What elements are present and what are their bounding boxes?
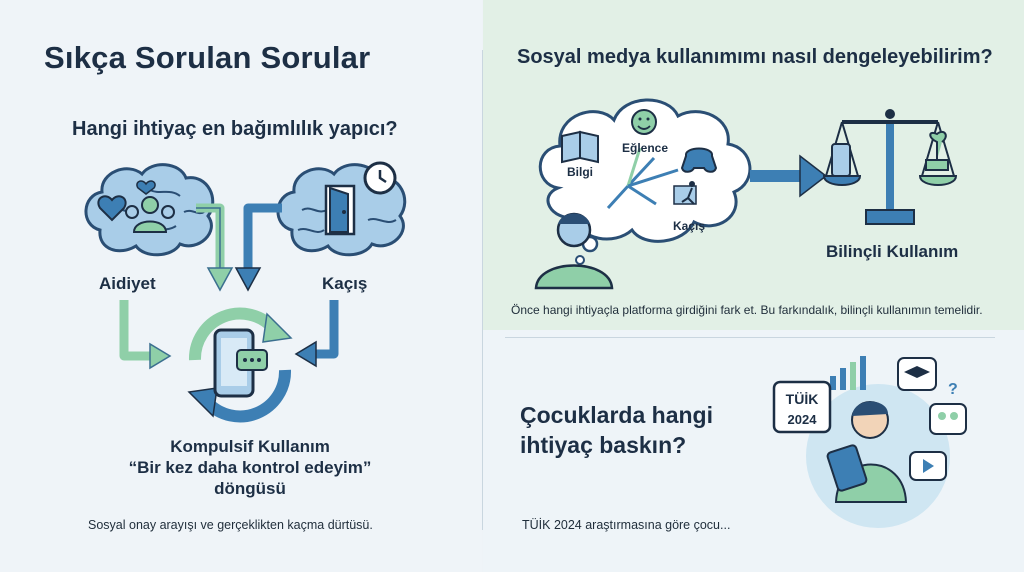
right-top-caption: Önce hangi ihtiyaçla platforma girdiğini… xyxy=(511,303,983,317)
smiley-icon xyxy=(631,109,657,135)
faq-question-2[interactable]: Sosyal medya kullanımımı nasıl dengeleye… xyxy=(517,46,993,68)
page-title: Sıkça Sorulan Sorular xyxy=(44,40,371,75)
bubble-label-kacis: Kaçış xyxy=(673,219,706,233)
label-aidiyet: Aidiyet xyxy=(99,274,156,293)
brain-kacis-illustration xyxy=(276,161,407,257)
gamepad-icon xyxy=(680,147,718,173)
badge-logo: TÜİK xyxy=(786,391,819,407)
child-tablet-illustration: TÜİK 2024 ? xyxy=(772,356,967,528)
balance-scale-icon xyxy=(822,109,958,225)
compulsive-cycle-label: Kompulsif Kullanım “Bir kez daha kontrol… xyxy=(128,437,372,498)
door-icon xyxy=(324,184,356,236)
svg-text:?: ? xyxy=(948,381,958,398)
left-panel xyxy=(0,0,482,572)
people-icon xyxy=(125,196,175,233)
brain-aidiyet-illustration xyxy=(84,163,215,257)
thought-cloud-illustration xyxy=(534,98,752,290)
flow-arrows xyxy=(119,203,339,370)
play-icon xyxy=(909,451,947,481)
result-label: Bilinçli Kullanım xyxy=(826,242,959,261)
right-bottom-caption: TÜİK 2024 araştırmasına göre çocu... xyxy=(522,518,731,532)
faq-question-1[interactable]: Hangi ihtiyaç en bağımlılık yapıcı? xyxy=(72,118,398,140)
chart-icon xyxy=(830,356,866,390)
running-person-icon xyxy=(673,181,697,205)
book-icon xyxy=(561,130,599,164)
graduation-cap-icon xyxy=(897,357,937,391)
vertical-divider xyxy=(482,50,483,530)
horizontal-divider xyxy=(505,337,995,338)
bubble-label-bilgi: Bilgi xyxy=(567,165,593,179)
compulsive-cycle-illustration xyxy=(187,307,293,423)
bubble-label-eglence: Eğlence xyxy=(622,141,669,155)
clock-icon xyxy=(363,161,397,195)
badge-year: 2024 xyxy=(788,412,818,427)
left-caption: Sosyal onay arayışı ve gerçeklikten kaçm… xyxy=(88,518,373,532)
big-arrow xyxy=(750,154,828,198)
heart-icon xyxy=(97,195,127,222)
label-kacis: Kaçış xyxy=(322,274,368,293)
plant-icon xyxy=(925,130,949,171)
faq-question-3[interactable]: Çocuklarda hangi ihtiyaç baskın? xyxy=(520,402,713,458)
chat-icon xyxy=(236,349,268,371)
person-icon xyxy=(534,212,614,290)
